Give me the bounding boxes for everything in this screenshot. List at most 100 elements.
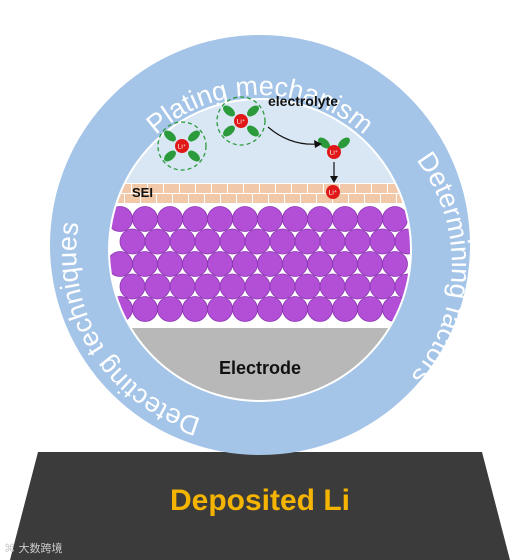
li-atom <box>207 296 233 322</box>
sei-brick <box>349 194 364 203</box>
li-atom <box>357 206 383 232</box>
solvent-molecule <box>223 105 235 117</box>
li-atom <box>132 206 158 232</box>
solvation-shell <box>216 96 266 146</box>
sei-brick <box>173 194 188 203</box>
solvent-molecule <box>318 137 330 149</box>
deposition-arrow-head <box>330 176 338 183</box>
li-ion <box>327 145 341 159</box>
sei-brick <box>301 194 316 203</box>
li-atom <box>219 228 246 255</box>
li-atom <box>257 206 283 232</box>
electrolyte-label: electrolyte <box>268 93 338 109</box>
li-atom <box>332 296 358 322</box>
sei-brick <box>253 194 268 203</box>
li-atom <box>232 251 258 277</box>
sei-brick <box>132 184 147 193</box>
sei-brick <box>180 184 195 193</box>
li-atom <box>294 228 321 255</box>
sei-brick <box>116 184 131 193</box>
sei-brick <box>340 184 355 193</box>
li-atom <box>119 273 146 300</box>
electrode-label: Electrode <box>219 358 301 378</box>
li-atom <box>182 206 208 232</box>
li-atom <box>182 251 208 277</box>
li-atom <box>219 273 246 300</box>
sei-brick <box>141 194 156 203</box>
li-atom <box>319 273 346 300</box>
li-atom <box>257 296 283 322</box>
solvent-molecule <box>188 150 200 162</box>
sei-brick <box>285 194 300 203</box>
li-atom <box>194 228 221 255</box>
solvent-molecule <box>164 130 176 142</box>
li-ion-label: Li⁺ <box>237 119 246 126</box>
solvent-molecule <box>247 105 259 117</box>
desolvating-ion: Li⁺ <box>318 137 350 159</box>
li-atom <box>344 273 371 300</box>
li-atom <box>382 251 408 277</box>
li-atom <box>369 228 396 255</box>
sei-brick <box>237 194 252 203</box>
li-atom <box>169 228 196 255</box>
li-atom <box>307 296 333 322</box>
li-atom <box>232 296 258 322</box>
li-atom <box>269 273 296 300</box>
li-atom <box>144 273 171 300</box>
li-atom <box>357 296 383 322</box>
solvent-molecule <box>223 125 235 137</box>
li-ion-label: Li⁺ <box>329 190 338 197</box>
li-atom <box>307 251 333 277</box>
transport-arrow <box>267 126 319 145</box>
li-atom <box>132 251 158 277</box>
solvent-molecule <box>247 125 259 137</box>
li-ion-label: Li⁺ <box>178 144 187 151</box>
sei-brick <box>365 194 380 203</box>
sei-brick <box>148 184 163 193</box>
li-atom <box>344 228 371 255</box>
li-atom <box>294 273 321 300</box>
transport-arrow-head <box>314 140 322 148</box>
li-atom <box>307 206 333 232</box>
li-atom <box>157 206 183 232</box>
solvent-molecule <box>164 150 176 162</box>
solvation-shell <box>157 121 207 171</box>
li-atom <box>119 228 146 255</box>
sei-brick <box>125 194 140 203</box>
li-atom <box>257 251 283 277</box>
watermark-logo: ⌘ 大数跨境 <box>4 542 63 555</box>
li-atom <box>132 296 158 322</box>
sei-brick <box>212 184 227 193</box>
sei-brick <box>157 194 172 203</box>
sei-brick <box>244 184 259 193</box>
li-atom <box>394 228 410 255</box>
sei-brick <box>221 194 236 203</box>
sei-brick <box>228 184 243 193</box>
deposited-li-label: Deposited Li <box>169 484 350 517</box>
li-ion <box>175 139 189 153</box>
li-atom <box>357 251 383 277</box>
li-atom <box>369 273 396 300</box>
solvated-ion-right: Li⁺ <box>216 96 266 146</box>
li-atom <box>332 206 358 232</box>
deposited-li-base <box>10 452 510 560</box>
li-atom <box>282 206 308 232</box>
li-atom <box>232 206 258 232</box>
sei-brick <box>164 184 179 193</box>
sei-brick <box>317 194 332 203</box>
li-atom <box>332 251 358 277</box>
sei-brick <box>205 194 220 203</box>
sei-brick <box>189 194 204 203</box>
sei-brick <box>381 194 396 203</box>
li-ion <box>326 185 340 199</box>
sei-label: SEI <box>132 185 153 200</box>
watermark-text: 大数跨境 <box>18 542 63 555</box>
solvent-molecule <box>188 130 200 142</box>
solvated-ion-left: Li⁺ <box>157 121 207 171</box>
ion-in-sei: Li⁺ <box>326 185 340 199</box>
li-atom <box>382 206 408 232</box>
li-atom <box>282 251 308 277</box>
li-ion <box>234 114 248 128</box>
sei-brick <box>388 184 403 193</box>
